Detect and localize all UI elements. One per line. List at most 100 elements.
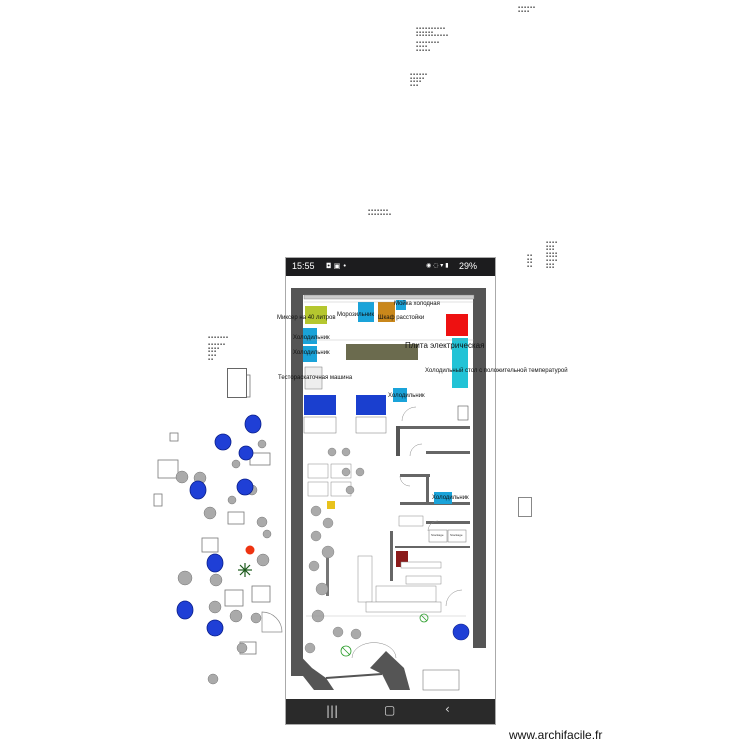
note-center: ▪ ▪ ▪ ▪ ▪ ▪ ▪ ▪ ▪ ▪ ▪ ▪ ▪ ▪ ▪ [368,208,391,216]
terrace-box [157,459,179,479]
stockage-1 [428,529,448,543]
counter [398,515,424,527]
prep-table [355,416,387,434]
label-stockage-1: Stockage [431,533,444,537]
chair [315,582,329,596]
dough-sheeter [304,366,323,390]
terrace-box [227,511,245,525]
prep-table [303,416,337,434]
chair [350,628,362,640]
terrace-box [153,493,163,507]
terrace-area [153,374,283,685]
dining-table [357,555,373,603]
blue-counter-2 [356,395,386,415]
chair [345,485,355,495]
chair [236,642,248,654]
freezer [358,302,374,322]
chair [207,673,219,685]
label-bar-fridge: Холодильник [388,393,425,399]
yellow-chair [327,501,335,509]
label-mixer: Миксер на 40 литров [277,315,336,321]
blue-plant [189,480,207,500]
watermark: www.archifacile.fr [509,728,603,742]
blue-plant [244,414,262,434]
entry-marker [419,613,429,623]
blue-plant [206,553,224,573]
mixer [305,306,327,324]
chair [256,516,268,528]
wall-bottom-bay-right [370,651,410,690]
terrace-box [251,585,271,603]
red-dot [245,545,255,555]
stockage-2 [447,529,467,543]
status-bar: 15:55 ◘ ▣ • ◉ ◌ ▾ ▮ 29% [286,258,495,276]
nav-home-button[interactable]: ▢ [384,703,396,717]
dining-table [307,481,329,497]
note-left: ▪ ▪ ▪ ▪ ▪ ▪ ▪ ▪ ▪ ▪ ▪ ▪ ▪ ▪ ▪ ▪ ▪ ▪ ▪ ▪ … [208,335,228,361]
wall-right [473,288,486,648]
chair [341,447,351,457]
plaque [422,669,460,691]
shelf [400,561,442,569]
label-fridge-2: Холодильник [293,350,330,356]
chair [327,447,337,457]
label-fridge-4: Холодильник [432,495,469,501]
left-box [227,368,247,398]
side-unit [457,405,469,421]
fridge-4 [434,492,452,504]
status-icons: ◘ ▣ • [326,262,347,270]
note-mid-right: ▪ ▪ ▪ ▪ ▪ ▪ ▪ ▪ ▪ ▪ ▪ ▪ ▪ ▪ ▪ ▪ ▪ ▪ [410,72,427,87]
note-top-right: ▪ ▪ ▪ ▪ ▪ ▪ ▪ ▪ ▪ ▪ ▪ ▪ ▪ ▪ ▪ ▪ ▪ ▪ ▪ ▪ … [416,26,448,52]
nav-bar: ||| ▢ ‹ [286,699,495,724]
chair [308,560,320,572]
terrace-box [169,432,179,442]
right-box [518,497,532,517]
chair [203,506,217,520]
work-table-1 [346,344,382,360]
blue-plant [238,445,254,461]
shelf [405,575,442,585]
sink-unit [396,300,406,310]
status-battery: 29% [459,261,478,271]
note-right-edge: ▪ ▪ ▪ ▪ ▪ ▪ ▪ ▪ [527,253,533,268]
entry-marker [340,645,352,657]
label-fridge-1: Холодильник [293,335,330,341]
chair [310,505,322,517]
nav-back-button[interactable]: ‹ [445,702,450,716]
label-oven: Плита электрическая [405,341,485,350]
note-right-stack: ▪ ▪ ▪ ▪ ▪ ▪ ▪ ▪ ▪ ▪ ▪ ▪ ▪ ▪ ▪ ▪ ▪ ▪ ▪ ▪ … [546,240,557,270]
status-time: 15:55 [292,261,315,271]
nav-recent-button[interactable]: ||| [326,704,339,718]
chair [209,573,223,587]
work-table-2 [382,344,418,360]
chair [310,530,322,542]
blue-plant [452,623,470,641]
chair [257,439,267,449]
cold-table [452,338,468,388]
chair [322,517,334,529]
oven [446,314,468,336]
door-arc [261,611,283,633]
wall-left [291,288,303,666]
chair [355,467,365,477]
chair [321,545,335,559]
label-dough-sheeter: Тестораскаточная машина [278,375,353,381]
chair [256,553,270,567]
label-freezer: Морозильник [337,312,375,318]
phone-screen: 15:55 ◘ ▣ • ◉ ◌ ▾ ▮ 29% [277,257,568,725]
green-plant [238,563,252,577]
label-proofer: Шкаф расстойки [378,315,425,321]
chair [227,495,237,505]
status-signal-icons: ◉ ◌ ▾ ▮ [426,262,449,269]
dining-table [307,463,329,479]
chair [175,470,189,484]
chair [341,467,351,477]
proofer [378,302,395,322]
terrace-box [224,589,244,607]
note-top-right-2: ▪ ▪ ▪ ▪ ▪ ▪ ▪ ▪ ▪ ▪ [518,5,535,13]
floor-plan [291,288,486,691]
fridge-2 [303,346,317,362]
blue-plant [236,478,254,496]
bar-fridge [393,388,407,402]
counter [375,585,437,603]
